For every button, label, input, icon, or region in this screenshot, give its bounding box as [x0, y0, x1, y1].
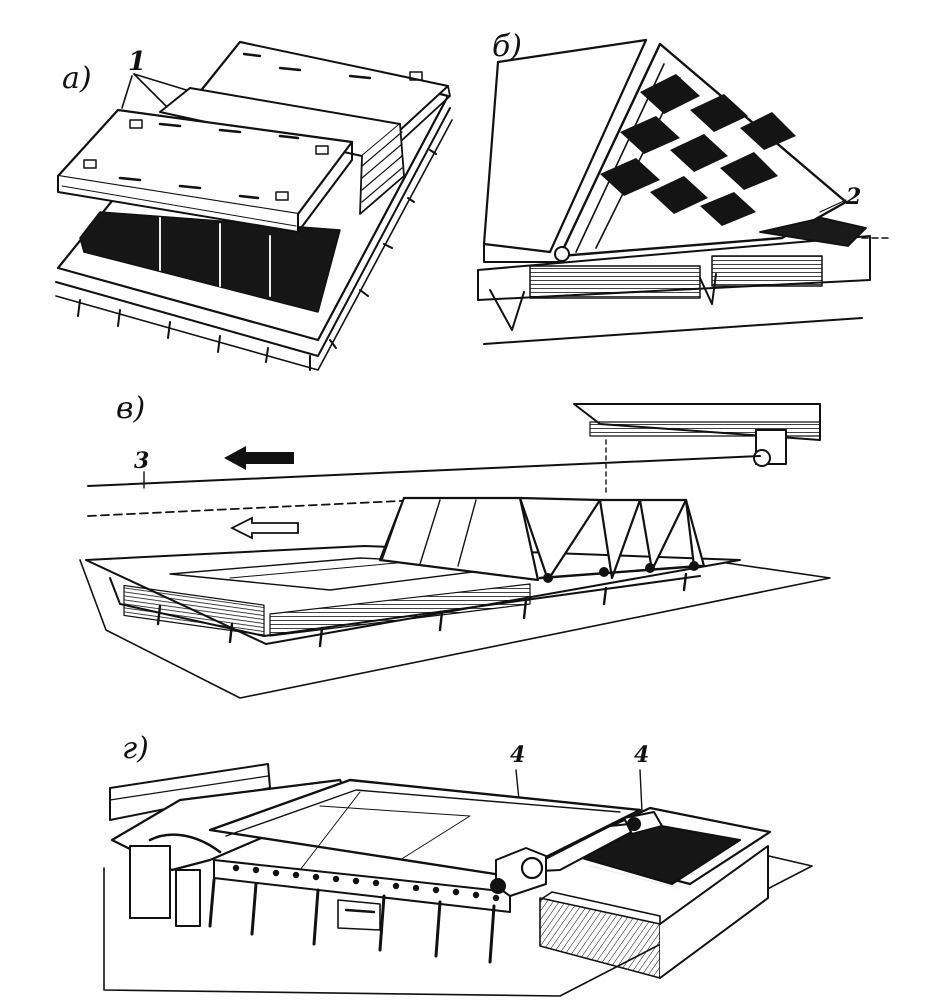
callout-4a: 4: [510, 742, 525, 768]
callout-1: 1: [128, 47, 146, 77]
panel-v-label: в): [116, 391, 145, 426]
panel-v: в) 3: [79, 391, 831, 699]
panel-g: г) 4 4: [103, 731, 813, 997]
panel-b: б) 2: [477, 29, 893, 345]
outline-left-arrow-icon: [229, 516, 299, 540]
panel-g-label: г): [122, 731, 149, 766]
callout-2: 2: [845, 184, 861, 210]
callout-3: 3: [134, 448, 149, 474]
panel-a-label: а): [62, 61, 92, 96]
panel-a: а) 1: [55, 40, 453, 371]
callout-4b: 4: [634, 742, 649, 768]
solid-left-arrow-icon: [224, 446, 294, 470]
